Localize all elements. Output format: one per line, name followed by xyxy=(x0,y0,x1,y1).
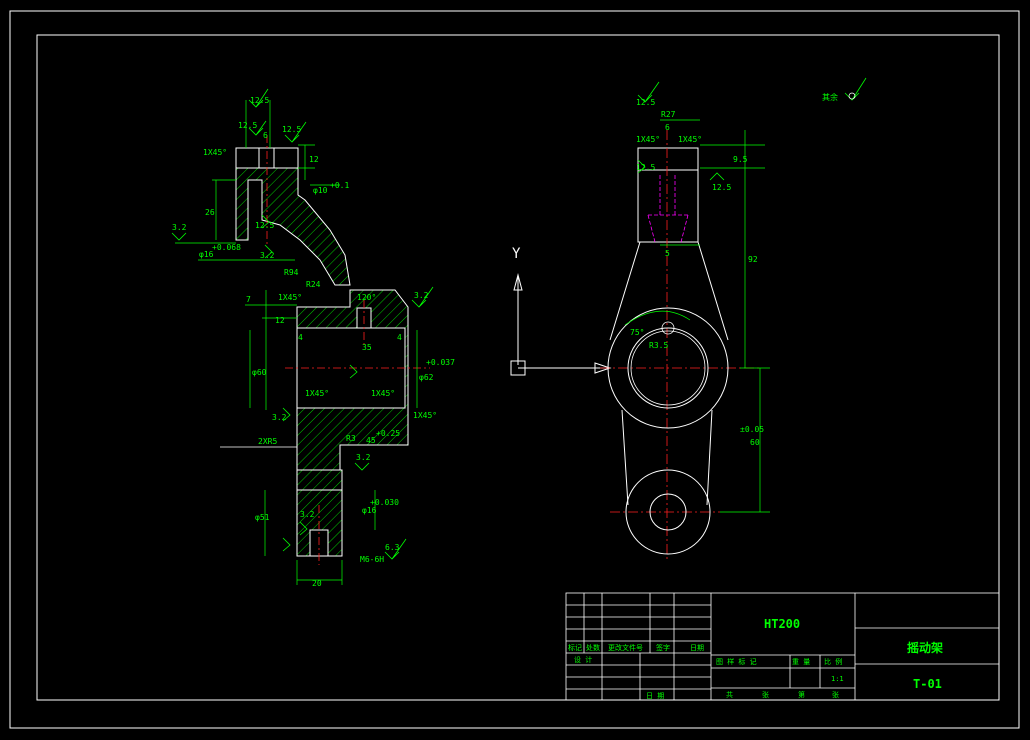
dim-r24: R24 xyxy=(306,280,321,289)
dim-12: 12 xyxy=(309,155,319,164)
dim-4a: 4 xyxy=(298,333,303,342)
tb-row-label: 签字 xyxy=(656,643,670,652)
dim-92: 92 xyxy=(748,255,758,264)
title-block xyxy=(565,592,1000,701)
dim-phi16b: φ16 xyxy=(362,506,377,515)
arm-outline xyxy=(609,241,729,506)
dim-35: 35 xyxy=(362,343,372,352)
tb-footer: 第 xyxy=(798,690,805,699)
hub-circle-inner xyxy=(627,327,709,409)
dim-4b: 4 xyxy=(397,333,402,342)
dim-12b: 12 xyxy=(275,316,285,325)
outer-border xyxy=(9,10,1020,729)
dim-chamfer-br: 1X45° xyxy=(413,411,437,420)
dim-angle75: 75° xyxy=(630,328,644,337)
tb-row-label: 处数 xyxy=(586,643,600,652)
dim-chamfer-mid: 1X45° xyxy=(278,293,302,302)
dim-20: 20 xyxy=(312,579,322,588)
roughness-label: 3.2 xyxy=(172,223,187,232)
dim-r94: R94 xyxy=(284,268,299,277)
dim-angle120: 120° xyxy=(357,293,376,302)
dim-60: 60 xyxy=(750,438,760,447)
drawing-number: T-01 xyxy=(913,677,942,691)
roughness-label: 3.2 xyxy=(272,413,287,422)
tb-footer: 张 xyxy=(832,690,839,699)
roughness-label: 12.5 xyxy=(255,221,274,230)
dim-9-5: 9.5 xyxy=(733,155,748,164)
top-boss-section xyxy=(235,167,351,286)
tb-row-label: 日期 xyxy=(690,644,704,652)
y-axis-label: Y xyxy=(512,246,521,262)
hidden-bore xyxy=(647,175,689,243)
dim-26: 26 xyxy=(205,208,215,217)
roughness-label: 12.5 xyxy=(636,163,655,172)
roughness-label: 3.2 xyxy=(356,453,371,462)
roughness-label: 3.2 xyxy=(414,291,429,300)
bottom-circle-inner xyxy=(649,493,687,531)
roughness-label: 12.5 xyxy=(636,98,655,107)
inner-border xyxy=(36,34,1000,701)
dim-chamfer-r: 1X45° xyxy=(371,389,395,398)
dim-5: 5 xyxy=(665,249,670,258)
dim-chamfer-l: 1X45° xyxy=(305,389,329,398)
dim-phi16: φ16 xyxy=(199,250,214,259)
dim-phi60: φ60 xyxy=(252,368,267,377)
dim-phi10: φ10 xyxy=(313,186,328,195)
dim-r3-5: R3.5 xyxy=(649,341,668,350)
dim-chamfer-r: 1X45° xyxy=(678,135,702,144)
roughness-label: 12.5 xyxy=(238,121,257,130)
roughness-label: 3.2 xyxy=(300,510,315,519)
dim-chamfer-l: 1X45° xyxy=(636,135,660,144)
tb-row-label: 标记 xyxy=(568,643,582,652)
tb-header: 比 例 xyxy=(824,657,842,666)
dim-7: 7 xyxy=(246,295,251,304)
dim-chamfer-top: 1X45° xyxy=(203,148,227,157)
tb-footer: 共 xyxy=(726,690,733,699)
tb-header: 图 样 标 记 xyxy=(716,657,757,666)
dim-45-tol: +0.25 xyxy=(376,429,400,438)
tb-date-label: 日 期 xyxy=(646,692,664,700)
part-name: 摇动架 xyxy=(907,640,943,655)
dim-phi62: φ62 xyxy=(419,373,434,382)
dim-phi16-tol: +0.068 xyxy=(212,243,241,252)
tb-row-label: 更改文件号 xyxy=(608,643,643,652)
dim-2xr5: 2XR5 xyxy=(258,437,277,446)
tb-design-label: 设 计 xyxy=(574,655,592,664)
right-front-view: 12.5 12.5 12.5 R27 6 1X45° 1X45° 9.5 92 … xyxy=(600,77,867,560)
roughness-label: 6.3 xyxy=(385,543,400,552)
tb-scale: 1:1 xyxy=(831,675,844,683)
dim-phi62-tol: +0.037 xyxy=(426,358,455,367)
dim-45: 45 xyxy=(366,436,376,445)
dim-6: 6 xyxy=(263,131,268,140)
dim-phi16b-tol: +0.030 xyxy=(370,498,399,507)
left-section-view: 12.5 12.5 12.5 3.2 12.5 3.2 3.2 3.2 3.2 … xyxy=(171,88,455,588)
roughness-label: 12.5 xyxy=(250,96,269,105)
dim-m6: M6-6H xyxy=(360,555,384,564)
dim-6: 6 xyxy=(665,123,670,132)
dim-r27: R27 xyxy=(661,110,676,119)
roughness-label: 12.5 xyxy=(712,183,731,192)
hub-circle-outer xyxy=(607,307,729,429)
dim-phi10-tol: +0.1 xyxy=(330,181,349,190)
dim-phi51: φ51 xyxy=(255,513,270,522)
roughness-label: 12.5 xyxy=(282,125,301,134)
ucs-axis-icon xyxy=(510,273,612,376)
other-surfaces-note: 其余 xyxy=(822,92,838,102)
dim-60-tol: ±0.05 xyxy=(740,425,764,434)
tb-header: 重 量 xyxy=(792,658,810,666)
tb-footer: 张 xyxy=(762,690,769,699)
bottom-circle-outer xyxy=(625,469,711,555)
material-label: HT200 xyxy=(764,617,800,631)
dim-r3: R3 xyxy=(346,434,356,443)
roughness-label: 3.2 xyxy=(260,251,275,260)
